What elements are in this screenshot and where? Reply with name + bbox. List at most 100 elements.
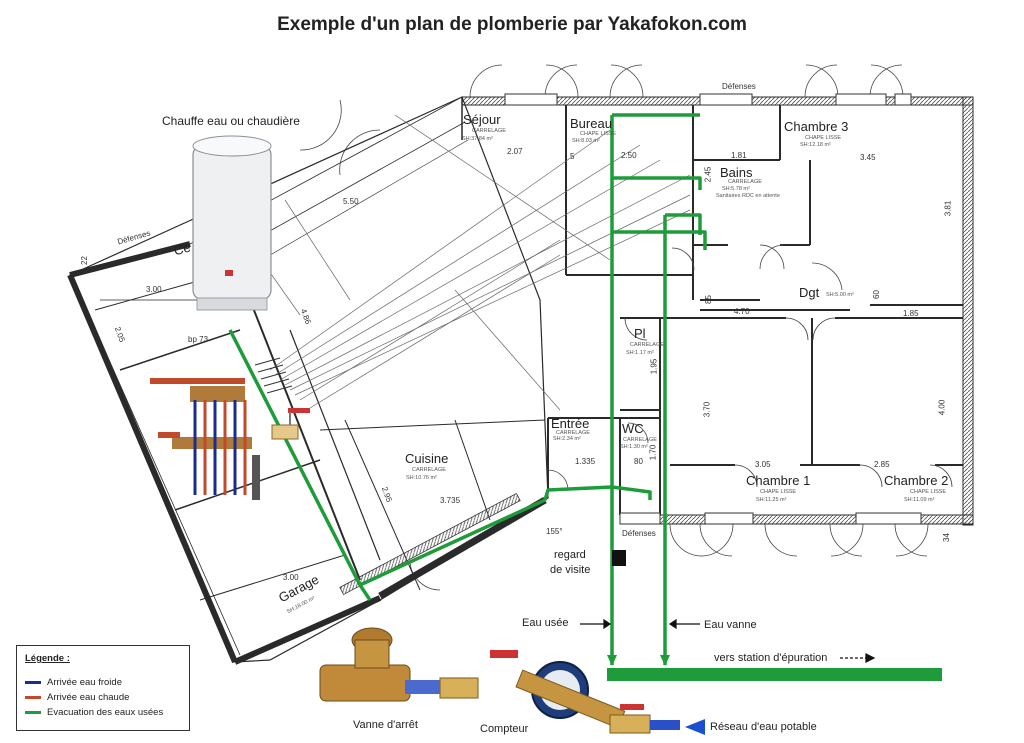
pointer-arrows <box>580 618 876 663</box>
room-chambre1: Chambre 1 <box>746 473 811 488</box>
dim-label: 5.50 <box>343 197 359 206</box>
dim-label: 2.50 <box>621 151 637 160</box>
room-entree-floor: CARRELAGE <box>556 430 590 436</box>
dim-label: 4.70 <box>734 307 750 316</box>
legend-item-hot: Arrivée eau chaude <box>25 691 129 703</box>
room-entree: Entrée <box>551 416 590 431</box>
dim-label: 3.81 <box>943 200 953 217</box>
dim-label: 3.70 <box>702 401 712 418</box>
dim-label: 1.95 <box>649 358 659 375</box>
dim-label: 85 <box>703 295 713 304</box>
room-dgt: Dgt <box>799 285 820 300</box>
legend-label: Arrivée eau froide <box>47 676 122 688</box>
dim-label: 22 <box>79 256 89 265</box>
page-title: Exemple d'un plan de plomberie par Yakaf… <box>277 14 747 35</box>
mains-label: Réseau d'eau potable <box>710 721 817 733</box>
room-chambre3: Chambre 3 <box>784 119 849 134</box>
manhole-label-2: de visite <box>550 564 591 576</box>
manifold-icon <box>150 378 260 500</box>
room-bureau-area: SH:8.03 m² <box>572 138 600 144</box>
legend: Légende : Arrivée eau froide Arrivée eau… <box>16 645 190 731</box>
room-chambre1-area: SH:11.25 m² <box>756 497 787 503</box>
dim-label: 3.735 <box>440 496 461 505</box>
drain-swatch <box>25 710 41 714</box>
black-water-label: Eau vanne <box>704 619 757 631</box>
stair-detail <box>254 357 293 394</box>
drain-pipes <box>228 113 707 665</box>
room-wc-area: SH:1.30 m² <box>620 444 648 450</box>
room-cuisine: Cuisine <box>405 451 449 466</box>
door-swings <box>299 64 953 591</box>
dim-label: 3.00 <box>146 285 162 294</box>
dim-label: 2.45 <box>703 166 713 183</box>
room-chambre1-floor: CHAPE LISSE <box>760 489 797 495</box>
dim-label: 5 <box>570 152 575 161</box>
legend-item-drain: Evacuation des eaux usées <box>25 706 163 718</box>
angled-wing-walls <box>67 96 549 665</box>
wall-right <box>962 96 974 526</box>
construction-lines <box>239 114 691 411</box>
legend-label: Arrivée eau chaude <box>47 691 130 703</box>
valve-label: Vanne d'arrêt <box>353 719 418 731</box>
dim-label: 3.45 <box>860 153 876 162</box>
room-wc: WC <box>622 421 644 436</box>
dim-label: 1.85 <box>903 309 919 318</box>
mains-arrow-icon <box>685 719 705 735</box>
boiler-valve-icon <box>271 408 310 440</box>
dim-label: 1.70 <box>648 444 658 461</box>
dim-label: 60 <box>871 290 881 299</box>
room-dgt-area: SH:5.00 m² <box>826 292 854 298</box>
room-chambre2-floor: CHAPE LISSE <box>910 489 947 495</box>
dim-label: 2.07 <box>507 147 523 156</box>
room-sejour: Séjour <box>463 112 501 127</box>
room-chambre2-area: SH:11.09 m² <box>904 497 935 503</box>
dim-label: 3.05 <box>755 460 771 469</box>
dim-label: 1.81 <box>731 151 747 160</box>
grey-water-label: Eau usée <box>522 617 569 629</box>
manhole-label-1: regard <box>554 549 586 561</box>
room-bains-area: SH:5.78 m² <box>722 186 750 192</box>
legend-item-cold: Arrivée eau froide <box>25 676 122 688</box>
room-chambre3-area: SH:12.18 m² <box>800 142 831 148</box>
legend-title: Légende : <box>25 653 70 664</box>
legend-label: Evacuation des eaux usées <box>47 706 164 718</box>
windows <box>504 93 922 525</box>
dim-label: 2.85 <box>874 460 890 469</box>
room-chambre3-floor: CHAPE LISSE <box>805 135 842 141</box>
defenses-bottom-label: Défenses <box>622 529 656 538</box>
manhole <box>612 550 626 566</box>
valve-assembly-icon <box>319 627 518 702</box>
room-pl-area: SH:1.17 m² <box>626 350 654 356</box>
hot-water-swatch <box>25 695 41 699</box>
room-entree-area: SH:2.34 m² <box>553 436 581 442</box>
dim-label: 4.00 <box>937 399 947 416</box>
room-bureau-floor: CHAPE LISSE <box>580 131 617 137</box>
cold-water-swatch <box>25 680 41 684</box>
kitchen-counter <box>339 492 521 596</box>
dim-label: 34 <box>941 533 951 542</box>
dim-label: bp 73 <box>188 335 209 344</box>
room-bains: Bains <box>720 165 753 180</box>
flow-arrows <box>607 655 670 666</box>
boiler-label: Chauffe eau ou chaudière <box>162 114 300 128</box>
room-wc-floor: CARRELAGE <box>623 437 657 443</box>
treatment-label: vers station d'épuration <box>714 652 828 664</box>
water-meter-icon <box>515 661 680 734</box>
water-heater-icon <box>192 135 272 311</box>
dim-label: 80 <box>634 457 643 466</box>
room-sejour-area: SH:37.84 m² <box>462 136 493 142</box>
dim-label: 3.00 <box>283 573 299 582</box>
main-drain-pipe <box>607 668 942 681</box>
defenses-top-label: Défenses <box>722 82 756 91</box>
meter-label: Compteur <box>480 723 529 735</box>
room-bains-note: Sanitaires RDC en attente <box>716 193 780 199</box>
room-pl-floor: CARRELAGE <box>630 342 664 348</box>
room-chambre2: Chambre 2 <box>884 473 949 488</box>
room-sejour-floor: CARRELAGE <box>472 128 506 134</box>
room-cuisine-floor: CARRELAGE <box>412 467 446 473</box>
room-bureau: Bureau <box>570 116 612 131</box>
angle-label: 155° <box>546 527 563 536</box>
interior-partitions <box>547 105 963 515</box>
